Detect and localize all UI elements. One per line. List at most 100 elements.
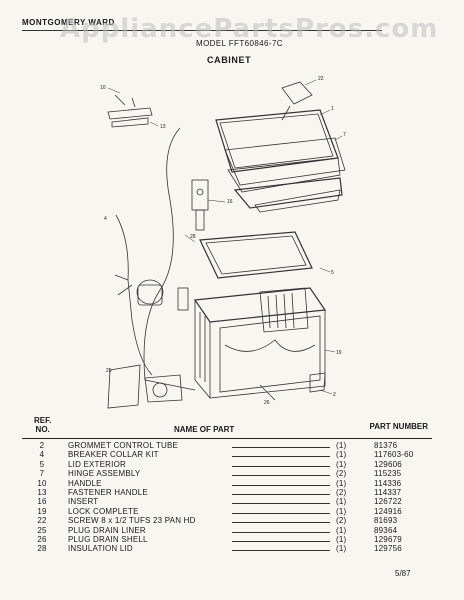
part-number: 114337 (374, 487, 402, 497)
part-leader (232, 531, 330, 533)
part-qty: (1) (336, 478, 347, 488)
compressor-illustration (136, 279, 189, 311)
handle-illustration (107, 94, 153, 128)
part-number: 89364 (374, 525, 398, 535)
parts-row: 25 PLUG DRAIN LINER (1) 89364 (22, 526, 434, 535)
part-number: 129679 (374, 534, 402, 544)
revision-date: 5/87 (395, 569, 411, 578)
part-qty: (1) (336, 506, 347, 516)
callout-2: 2 (333, 392, 336, 398)
callout-1: 1 (331, 106, 334, 112)
part-ref: 16 (37, 497, 47, 507)
part-name: BREAKER COLLAR KIT (68, 450, 159, 460)
part-qty: (1) (336, 544, 347, 554)
callout-25: 25 (106, 368, 112, 374)
part-leader (232, 522, 330, 524)
part-number: 81693 (374, 516, 398, 526)
part-qty: (1) (336, 497, 347, 507)
part-ref: 4 (39, 450, 45, 460)
electrical-box-illustration (107, 364, 183, 409)
part-name: LID EXTERIOR (68, 459, 126, 469)
watermark-text: AppliancePartsPros.com (60, 14, 439, 44)
part-qty: (1) (336, 525, 347, 535)
part-name: PLUG DRAIN SHELL (68, 534, 148, 544)
hinge-illustration (281, 81, 313, 121)
part-ref: 10 (37, 478, 47, 488)
callout-22: 22 (318, 76, 324, 82)
parts-table-header: REF. NO. NAME OF PART PART NUMBER (22, 414, 432, 439)
part-leader (232, 475, 330, 477)
callout-4: 4 (104, 216, 107, 222)
part-number: 117603-60 (374, 450, 414, 460)
part-ref: 2 (39, 441, 45, 450)
name-column-header: NAME OF PART (174, 425, 235, 434)
part-name: SCREW 8 x 1/2 TUFS 23 PAN HD (68, 516, 196, 526)
part-ref: 13 (37, 487, 47, 497)
model-number: MODEL FFT60846-7C (196, 39, 283, 48)
cabinet-illustration (193, 287, 327, 400)
callout-13: 13 (160, 124, 166, 130)
part-number: 114336 (374, 478, 402, 488)
part-number-column-header: PART NUMBER (369, 422, 428, 431)
ref-column-header: REF. NO. (34, 416, 51, 434)
leader-lines (107, 79, 343, 395)
part-leader (232, 447, 330, 448)
part-leader (232, 550, 330, 552)
part-leader (232, 512, 330, 514)
part-ref: 26 (37, 534, 47, 544)
callout-16: 16 (227, 199, 233, 205)
part-leader (232, 503, 330, 505)
part-name: HINGE ASSEMBLY (68, 469, 141, 479)
part-number: 124916 (374, 506, 402, 516)
lid-illustration (215, 109, 346, 213)
parts-row: 4 BREAKER COLLAR KIT (1) 117603-60 (22, 450, 434, 459)
section-title: CABINET (207, 55, 252, 65)
part-number: 115235 (374, 469, 402, 479)
part-ref: 7 (39, 469, 45, 479)
part-qty: (1) (336, 459, 347, 469)
part-number: 129606 (374, 459, 402, 469)
part-name: HANDLE (68, 478, 102, 488)
drain-plug-illustration (259, 372, 326, 401)
part-ref: 22 (37, 516, 47, 526)
callout-10: 10 (100, 85, 106, 91)
part-name: PLUG DRAIN LINER (68, 525, 146, 535)
lock-illustration (191, 179, 209, 231)
callout-5: 5 (331, 270, 334, 276)
breaker-collar-illustration (199, 231, 313, 279)
part-leader (232, 493, 330, 495)
tubing-illustration (114, 127, 196, 391)
part-leader (232, 456, 330, 458)
part-name: GROMMET CONTROL TUBE (68, 441, 179, 450)
part-leader (232, 484, 330, 486)
parts-row: 28 INSULATION LID (1) 129756 (22, 544, 434, 553)
ref-header-line1: REF. (34, 416, 52, 425)
callout-28: 28 (190, 234, 196, 240)
part-name: LOCK COMPLETE (68, 506, 139, 516)
brand-header: MONTGOMERY WARD (22, 18, 115, 27)
callout-26: 26 (264, 400, 270, 406)
exploded-parts-diagram: 10 13 22 1 7 16 28 5 19 2 4 25 26 (100, 76, 346, 409)
part-qty: (1) (336, 441, 347, 450)
part-number: 81376 (374, 441, 398, 450)
part-ref: 25 (37, 525, 47, 535)
header-rule (22, 30, 382, 31)
part-qty: (2) (336, 469, 347, 479)
part-ref: 28 (37, 544, 47, 554)
part-leader (232, 540, 330, 542)
part-name: FASTENER HANDLE (68, 487, 148, 497)
part-number: 126722 (374, 497, 402, 507)
part-qty: (1) (336, 450, 347, 460)
part-number: 129756 (374, 544, 402, 554)
part-name: INSULATION LID (68, 544, 133, 554)
callout-labels: 10 13 22 1 7 16 28 5 19 2 4 25 26 (100, 76, 346, 406)
parts-row: 7 HINGE ASSEMBLY (2) 115235 (22, 469, 434, 478)
parts-row: 10 HANDLE (1) 114336 (22, 479, 434, 488)
part-leader (232, 465, 330, 467)
